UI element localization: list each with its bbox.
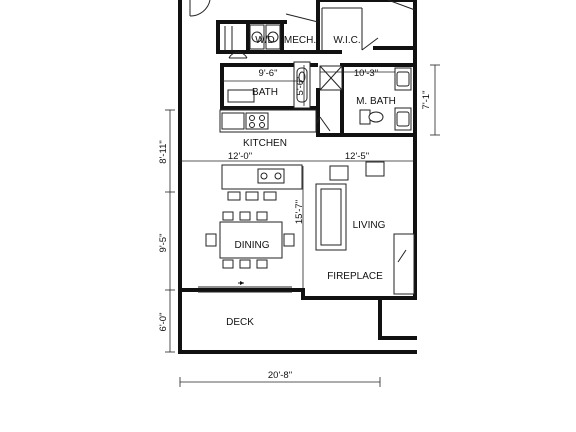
dim-dining-width: 12'-0" xyxy=(228,151,252,162)
room-label-mech: MECH. xyxy=(284,35,316,46)
entry-door xyxy=(189,0,211,17)
dim-living-depth: 15'-7" xyxy=(294,200,305,224)
dim-bath-depth: 5'-6" xyxy=(295,77,306,96)
room-label-mbath: M. BATH xyxy=(356,96,396,107)
dim-dining-depth: 9'-5" xyxy=(158,234,169,253)
dim-mbath-width: 10'-3" xyxy=(354,68,378,79)
dim-deck-depth: 6'-0" xyxy=(158,313,169,332)
kitchen-island xyxy=(221,164,303,201)
bottom-dimension-line xyxy=(179,377,381,387)
dim-mbath-depth: 7'-1" xyxy=(421,91,432,110)
kitchen-counter xyxy=(219,109,317,133)
room-label-fireplace: FIREPLACE xyxy=(327,271,383,282)
dim-overall-width: 20'-8" xyxy=(268,370,292,381)
room-label-wd: W/D xyxy=(255,35,274,46)
dim-living-width: 12'-5" xyxy=(345,151,369,162)
dim-bath-width: 9'-6" xyxy=(259,68,278,79)
living-furniture xyxy=(315,161,415,295)
left-dimension-lines xyxy=(165,109,175,353)
room-label-deck: DECK xyxy=(226,317,254,328)
room-label-dining: DINING xyxy=(235,240,270,251)
room-label-kitchen: KITCHEN xyxy=(243,138,287,149)
bath-fixtures xyxy=(227,61,311,109)
walls xyxy=(178,0,417,354)
sliding-door xyxy=(198,281,292,293)
room-label-wic: W.I.C. xyxy=(333,35,360,46)
room-label-living: LIVING xyxy=(353,220,386,231)
dim-kitchen-depth: 8'-11" xyxy=(158,140,169,164)
room-label-bath: BATH xyxy=(252,87,278,98)
dining-table xyxy=(205,211,295,269)
laundry-and-closet xyxy=(224,0,416,59)
